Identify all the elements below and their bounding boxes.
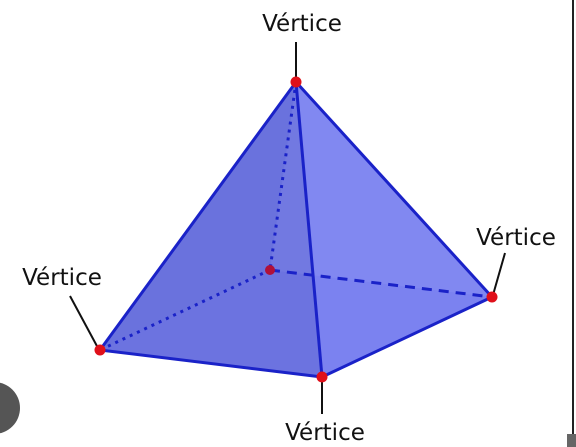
label-bottom: Vértice (285, 420, 365, 446)
vertex-left (94, 344, 106, 356)
edge-apex-front (294, 81, 324, 378)
edge-apex-left (98, 81, 298, 351)
corner-square-control[interactable] (567, 434, 576, 447)
leader-left (69, 295, 99, 349)
vertex-apex (290, 76, 302, 88)
right-face (296, 82, 492, 377)
left-face (100, 82, 322, 377)
hidden-edge-back-right (269, 268, 493, 299)
vertex-bottom (316, 371, 328, 383)
edge-front-right (321, 295, 493, 379)
label-apex: Vértice (262, 11, 342, 37)
vertex-right (486, 291, 498, 303)
label-left: Vértice (22, 265, 102, 291)
label-right: Vértice (476, 225, 556, 251)
corner-circle-control[interactable] (0, 382, 20, 434)
vertex-back (265, 265, 275, 275)
leader-right (492, 252, 506, 296)
edge-apex-right (294, 80, 494, 299)
edge-left-front (99, 348, 323, 379)
